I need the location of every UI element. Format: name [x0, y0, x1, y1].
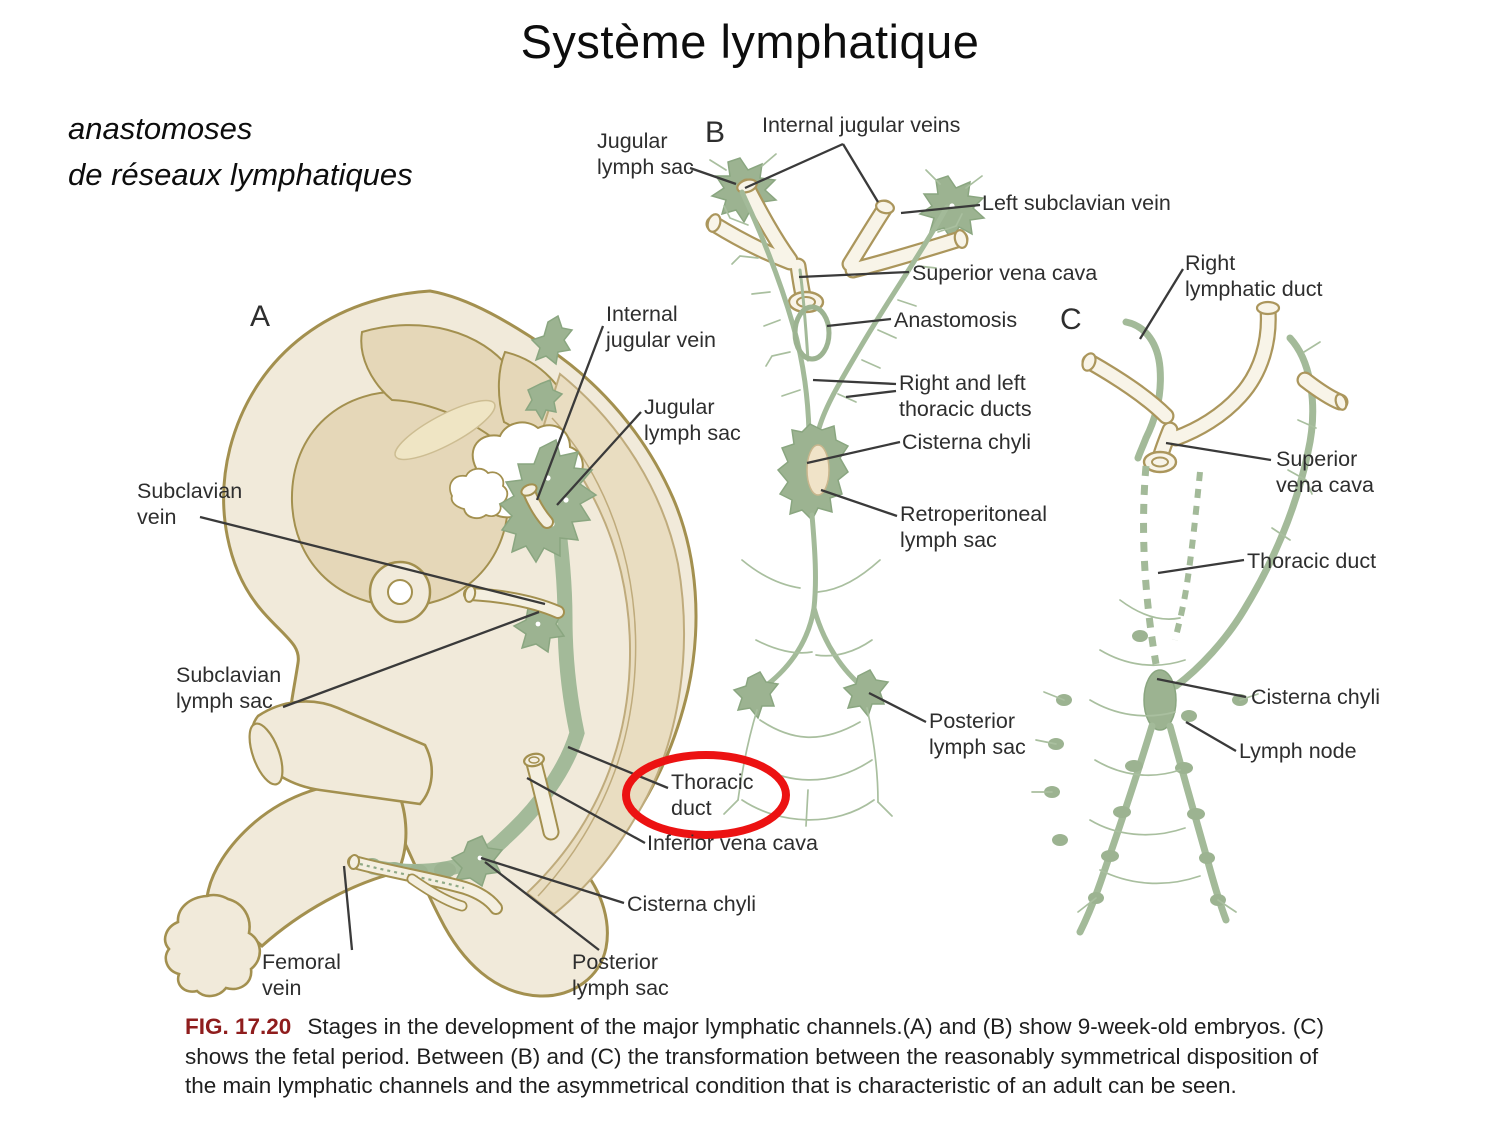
label-thoracic-duct-c: Thoracic duct — [1247, 549, 1377, 573]
venous-tree-panel-b — [705, 153, 986, 827]
lymph-node-shape — [1181, 710, 1197, 722]
lower-ducts-c — [1031, 599, 1259, 936]
label-internal-jugular-vein-a: Internal jugular vein — [606, 302, 716, 352]
leader-lines — [199, 142, 1272, 951]
thoracic-duct-highlight-circle — [622, 751, 790, 839]
caption-text-1: Stages in the development of the major l… — [307, 1014, 1325, 1039]
regressing-ducts-dashed — [1140, 465, 1203, 665]
label-left-subclavian-vein-b: Left subclavian vein — [982, 191, 1171, 215]
figure-number: FIG. 17.20 — [185, 1014, 292, 1039]
ear-shape — [368, 560, 432, 624]
label-retroperitoneal-lymph-sac-b: Retroperitoneal lymph sac — [900, 502, 1048, 552]
panel-letter-c: C — [1060, 303, 1082, 336]
label-posterior-lymph-sac-b: Posterior lymph sac — [929, 709, 1026, 759]
label-superior-vena-cava-b: Superior vena cava — [912, 261, 1098, 285]
caption-line-2: shows the fetal period. Between (B) and … — [185, 1043, 1319, 1069]
label-subclavian-vein-a: Subclavian vein — [137, 479, 243, 529]
label-posterior-lymph-sac-a: Posterior lymph sac — [572, 950, 669, 1000]
slide-subtitle: anastomoses de réseaux lymphatiques — [68, 106, 413, 198]
label-anastomosis-b: Anastomosis — [894, 308, 1018, 332]
venous-tubes-c — [1081, 300, 1349, 474]
figure-caption: FIG. 17.20 Stages in the development of t… — [185, 1012, 1345, 1101]
label-cisterna-chyli-c: Cisterna chyli — [1251, 685, 1381, 709]
label-superior-vena-cava-c: Superior vena cava — [1276, 447, 1375, 497]
label-inferior-vena-cava-a: Inferior vena cava — [647, 831, 818, 855]
label-cisterna-chyli-b: Cisterna chyli — [902, 430, 1032, 454]
lower-ducts-b — [723, 512, 893, 827]
caption-line-3: the main lymphatic channels and the asym… — [185, 1073, 1237, 1098]
venous-tubes-b — [705, 178, 969, 314]
label-lymph-node-c: Lymph node — [1239, 739, 1357, 763]
label-femoral-vein-a: Femoral vein — [262, 950, 341, 1000]
embryo-panel-a — [163, 289, 698, 998]
embryo-vein-tubes — [347, 483, 565, 915]
label-jugular-lymph-sac-b: Jugular lymph sac — [597, 129, 694, 179]
label-right-lymphatic-duct-c: Right lymphatic duct — [1185, 251, 1323, 301]
label-cisterna-chyli-a: Cisterna chyli — [627, 892, 757, 916]
label-internal-jugular-veins-b: Internal jugular veins — [762, 113, 961, 137]
label-jugular-lymph-sac-a: Jugular lymph sac — [644, 395, 741, 445]
venous-tree-panel-c — [1031, 300, 1349, 936]
label-right-left-thoracic-ducts-b: Right and left thoracic ducts — [899, 371, 1032, 421]
panel-letter-b: B — [705, 116, 726, 149]
label-subclavian-lymph-sac-a: Subclavian lymph sac — [176, 663, 282, 713]
retroperitoneal-lymph-sac-shape — [806, 444, 830, 496]
subtitle-line-1: anastomoses — [68, 111, 253, 146]
label-thoracic-duct-a: Thoracic duct — [671, 770, 754, 820]
thoracic-ducts-green-b — [709, 153, 983, 435]
caption-line-1: FIG. 17.20 Stages in the development of t… — [185, 1012, 1345, 1042]
subtitle-line-2: de réseaux lymphatiques — [68, 157, 413, 192]
page-title: Système lymphatique — [520, 15, 980, 68]
anastomosis-loop-shape — [792, 304, 832, 362]
panel-letter-a: A — [250, 300, 271, 333]
